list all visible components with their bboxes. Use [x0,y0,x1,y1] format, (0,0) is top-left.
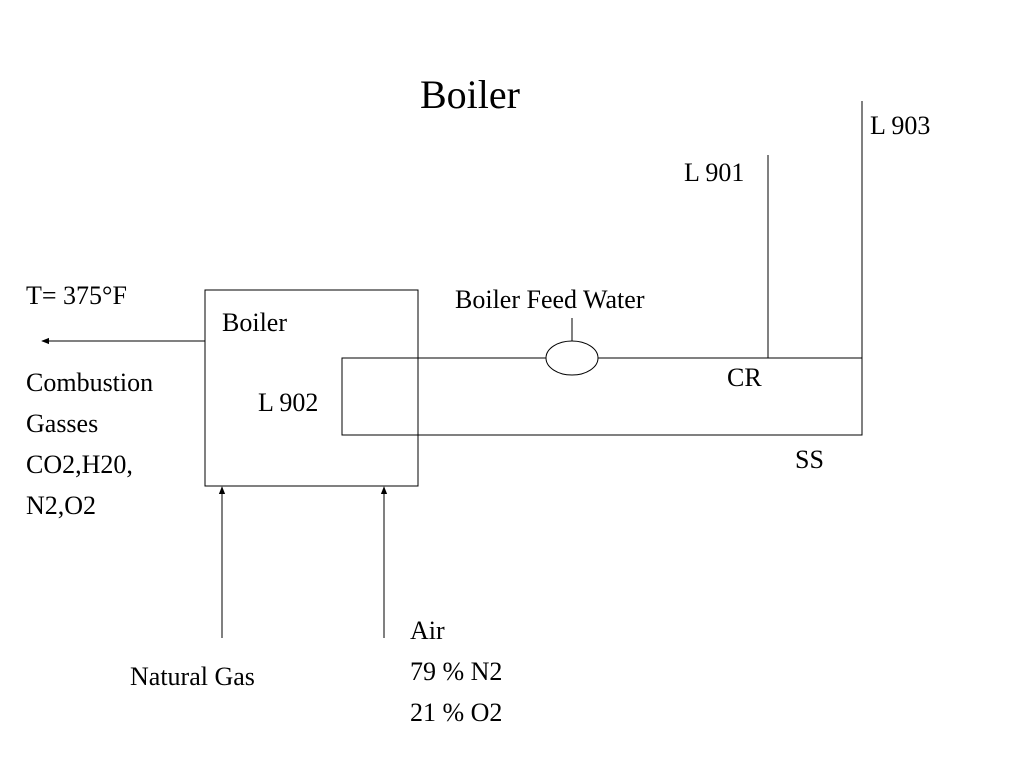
air-line: 79 % N2 [410,657,503,686]
feed-water-pump [545,340,599,376]
exhaust-line: Combustion [26,368,154,397]
loop-label: L 902 [258,388,319,417]
boiler-box-label: Boiler [222,308,287,337]
ss-label: SS [795,445,824,474]
l903-label: L 903 [870,111,931,140]
page-title: Boiler [420,72,520,117]
loop-l902 [341,357,863,436]
air-line: Air [410,616,445,645]
exhaust-temperature: T= 375°F [26,281,127,310]
exhaust-line: CO2,H20, [26,450,133,479]
air-line: 21 % O2 [410,698,503,727]
exhaust-line: Gasses [26,409,99,438]
air-composition: Air 79 % N2 21 % O2 [410,610,502,733]
exhaust-line: N2,O2 [26,491,97,520]
l901-label: L 901 [684,158,745,187]
exhaust-composition: Combustion Gasses CO2,H20, N2,O2 [26,362,153,526]
feed-water-label: Boiler Feed Water [455,285,645,314]
natural-gas-label: Natural Gas [130,662,255,691]
cr-label: CR [727,363,762,392]
boiler-box [204,289,419,487]
